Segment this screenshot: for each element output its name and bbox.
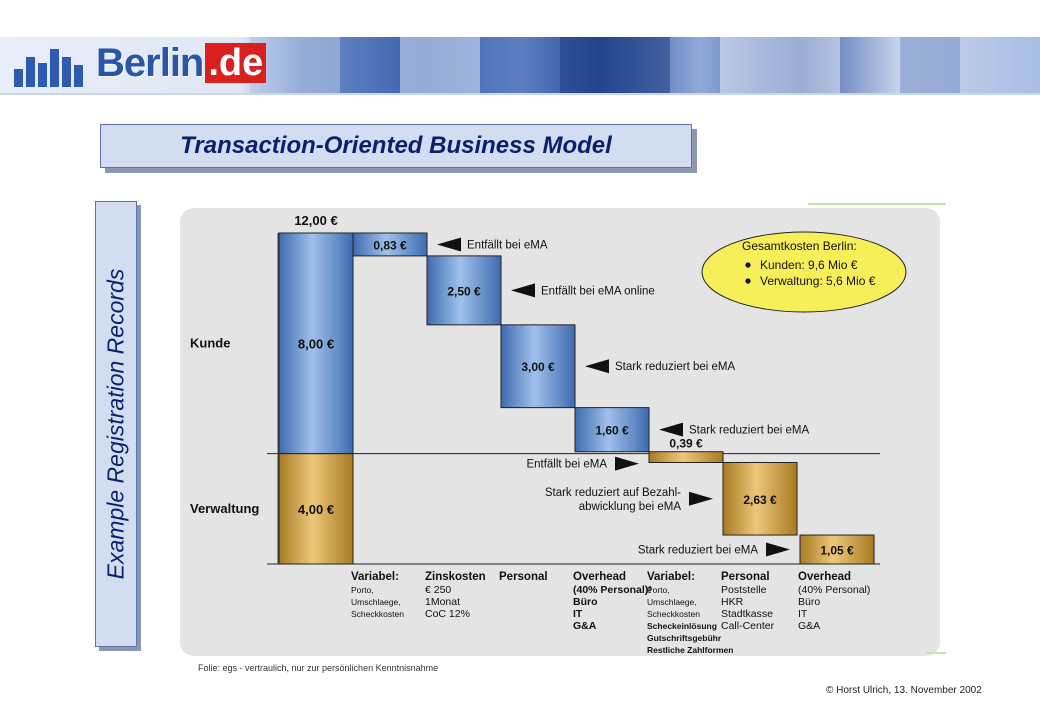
category-detail: € 250 — [425, 584, 451, 596]
category-detail: Gutschriftsgebühr — [647, 633, 722, 643]
category-header: Overhead — [573, 571, 626, 583]
step-value-label: 1,60 € — [595, 424, 629, 438]
banner-photo — [900, 37, 960, 93]
category-header: Personal — [499, 571, 548, 583]
category-detail: Umschlaege, — [647, 597, 697, 607]
step-bar — [500, 324, 576, 409]
step-value-label: 0,83 € — [373, 238, 407, 252]
title-box: Transaction-Oriented Business Model — [100, 124, 692, 168]
step-bar — [574, 407, 650, 453]
summary-item: Kunden: 9,6 Mio € — [760, 258, 858, 272]
category-detail: Umschlaege, — [351, 597, 401, 607]
step-value-label: 2,63 € — [743, 493, 777, 507]
logo-text: Berlin — [96, 41, 204, 85]
total-bar-verwaltung — [278, 453, 354, 565]
bullet-icon — [745, 262, 751, 268]
total-label: 12,00 € — [294, 213, 337, 228]
step-bar — [426, 255, 502, 326]
decorative-line — [808, 203, 946, 205]
step-value-label: 2,50 € — [447, 284, 481, 298]
pointer-arrow-icon — [437, 237, 461, 252]
bullet-icon — [745, 278, 751, 284]
category-detail: Büro — [573, 596, 598, 608]
banner-photo — [720, 37, 840, 93]
category-detail: G&A — [573, 620, 597, 632]
category-detail: Porto, — [647, 585, 670, 595]
category-detail: (40% Personal) — [798, 584, 870, 596]
step-bar — [799, 534, 875, 565]
page-title: Transaction-Oriented Business Model — [180, 132, 612, 159]
logo-domain: .de — [205, 43, 267, 83]
pointer-arrow-icon — [689, 491, 713, 506]
summary-title: Gesamtkosten Berlin: — [742, 239, 857, 253]
total-bar-value-label: 8,00 € — [298, 336, 334, 351]
step-annotation: Entfällt bei eMA online — [541, 285, 655, 297]
pointer-arrow-icon — [766, 542, 790, 557]
step-annotation: Entfällt bei eMA — [526, 459, 607, 471]
side-label: Example Registration Records — [102, 268, 129, 580]
header-banner: Berlin .de — [0, 37, 1040, 93]
step-annotation: Stark reduziert auf Bezahl- — [545, 487, 681, 499]
category-header: Personal — [721, 571, 770, 583]
category-detail: Scheckkosten — [351, 609, 404, 619]
category-detail: HKR — [721, 596, 744, 608]
pointer-arrow-icon — [659, 422, 683, 437]
category-detail: Scheckkosten — [647, 609, 700, 619]
summary-ellipse — [701, 231, 907, 313]
berlin-logo-icon — [14, 43, 84, 87]
step-value-label: 3,00 € — [521, 360, 555, 374]
category-detail: Stadtkasse — [721, 608, 773, 620]
category-detail: Scheckeinlösung — [647, 621, 717, 631]
step-bar — [352, 232, 428, 257]
step-annotation: Stark reduziert bei eMA — [638, 545, 758, 557]
category-detail: Porto, — [351, 585, 374, 595]
category-header: Overhead — [798, 571, 851, 583]
category-detail: IT — [573, 608, 583, 620]
decorative-line — [926, 652, 946, 654]
category-detail: Restliche Zahlformen — [647, 645, 733, 655]
category-header: Variabel: — [647, 571, 695, 583]
category-detail: Poststelle — [721, 584, 767, 596]
pointer-arrow-icon — [615, 456, 639, 471]
copyright: © Horst Ulrich, 13. November 2002 — [826, 685, 982, 696]
category-detail: (40% Personal)! — [573, 584, 652, 596]
row-label-verwaltung: Verwaltung — [190, 501, 259, 516]
banner-photo — [400, 37, 480, 93]
banner-divider — [0, 93, 1040, 95]
side-label-box: Example Registration Records — [95, 201, 137, 647]
step-bar — [648, 451, 724, 463]
banner-photo — [560, 37, 670, 93]
pointer-arrow-icon — [511, 283, 535, 298]
step-annotation: Stark reduziert bei eMA — [689, 425, 809, 437]
step-value-label: 1,05 € — [820, 544, 854, 558]
category-detail: IT — [798, 608, 808, 620]
step-annotation: Stark reduziert bei eMA — [615, 361, 735, 373]
summary-item: Verwaltung: 5,6 Mio € — [760, 274, 876, 288]
step-annotation: Entfällt bei eMA — [467, 239, 548, 251]
category-detail: 1Monat — [425, 596, 460, 608]
category-detail: Call-Center — [721, 620, 775, 632]
category-header: Zinskosten — [425, 571, 486, 583]
step-annotation: abwicklung bei eMA — [579, 501, 682, 513]
category-header: Variabel: — [351, 571, 399, 583]
pointer-arrow-icon — [585, 359, 609, 374]
category-detail: Büro — [798, 596, 820, 608]
step-bar — [722, 461, 798, 536]
category-detail: CoC 12% — [425, 608, 470, 620]
row-label-kunde: Kunde — [190, 335, 230, 350]
step-value-label: 0,39 € — [669, 437, 703, 451]
category-detail: G&A — [798, 620, 820, 632]
site-logo[interactable]: Berlin .de — [96, 41, 267, 85]
total-bar-value-label: 4,00 € — [298, 502, 334, 517]
footnote: Folie: egs - vertraulich, nur zur persön… — [198, 663, 439, 673]
